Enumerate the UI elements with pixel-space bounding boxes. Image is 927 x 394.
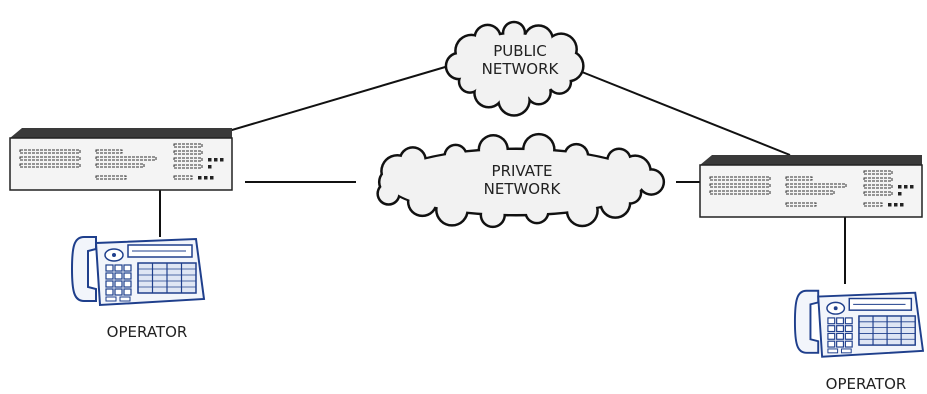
public-network-cloud [444, 20, 585, 117]
private-network-label: PRIVATE NETWORK [484, 162, 561, 198]
link-public-right-pbx [571, 67, 791, 156]
public-network-label: PUBLIC NETWORK [482, 42, 559, 78]
pbx-switch-icon [9, 128, 233, 191]
operator-label-right: OPERATOR [825, 375, 907, 393]
public-network-label-line2: NETWORK [481, 60, 559, 78]
connections [159, 64, 846, 284]
operator-label-left: OPERATOR [106, 323, 188, 341]
desk-phone-icon [70, 236, 206, 307]
private-network-cloud [376, 132, 666, 229]
link-left-pbx-public [214, 64, 453, 136]
private-network-label-line2: NETWORK [483, 180, 561, 198]
private-network-label-line1: PRIVATE [491, 162, 553, 180]
desk-phone-icon [793, 289, 925, 358]
pbx-switch-icon [699, 155, 923, 218]
public-network-label-line1: PUBLIC [493, 42, 547, 60]
